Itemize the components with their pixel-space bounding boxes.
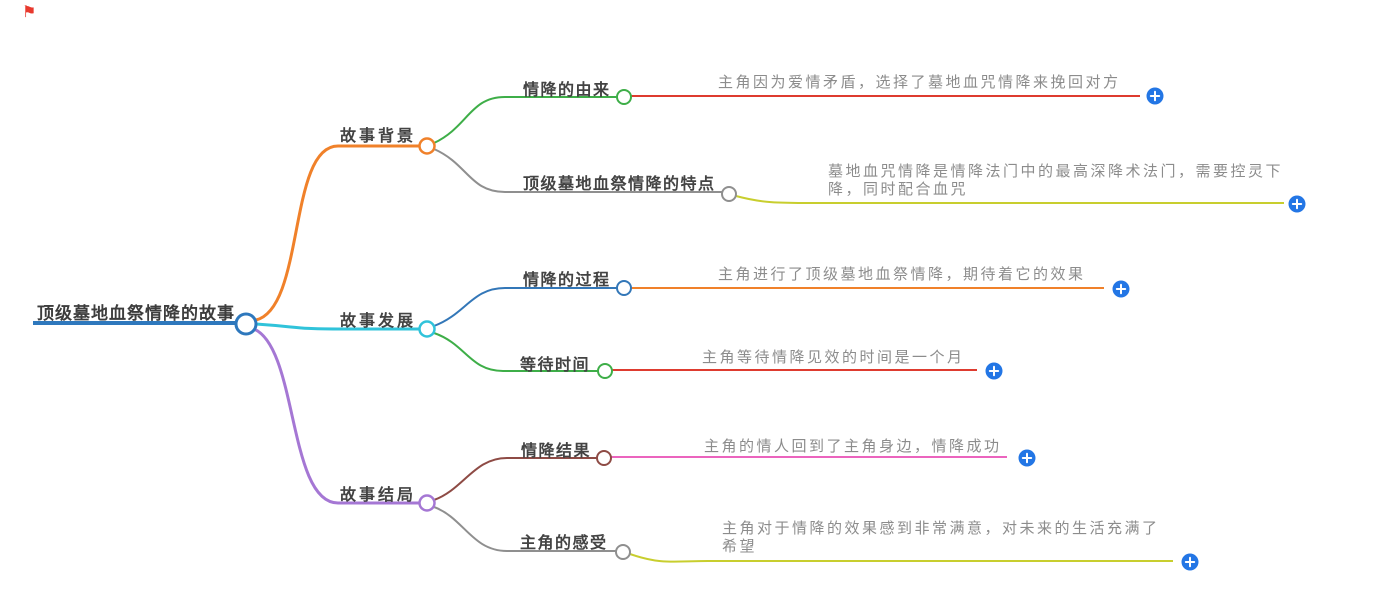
branch-label-background[interactable]: 故事背景 — [340, 128, 417, 145]
root-node-dot[interactable] — [234, 312, 258, 336]
leaf-note-result[interactable]: 主角的情人回到了主角身边，情降成功 — [704, 438, 1002, 455]
subnode-label-result[interactable]: 情降结果 — [521, 443, 592, 460]
branch-line-development — [255, 322, 419, 331]
add-child-button-feeling[interactable] — [1181, 553, 1199, 571]
subnode-label-traits[interactable]: 顶级墓地血祭情降的特点 — [523, 176, 716, 193]
sub-line-traits — [433, 148, 722, 193]
sub-line-waiting — [433, 332, 598, 372]
subnode-label-feeling[interactable]: 主角的感受 — [520, 535, 608, 552]
leaf-line-feeling — [629, 553, 1173, 563]
node-dot-waiting[interactable] — [597, 363, 613, 379]
node-dot-traits[interactable] — [721, 186, 737, 202]
node-dot-feeling[interactable] — [615, 544, 631, 560]
add-child-button-process[interactable] — [1112, 280, 1130, 298]
branch-line-ending — [253, 327, 419, 505]
leaf-note-process[interactable]: 主角进行了顶级墓地血祭情降，期待着它的效果 — [718, 266, 1086, 283]
subnode-label-process[interactable]: 情降的过程 — [523, 272, 611, 289]
subnode-label-origin[interactable]: 情降的由来 — [523, 82, 611, 99]
sub-line-origin — [433, 96, 617, 144]
node-dot-ending[interactable] — [418, 494, 436, 512]
root-node-label[interactable]: 顶级墓地血祭情降的故事 — [37, 304, 235, 323]
subnode-label-waiting[interactable]: 等待时间 — [520, 357, 591, 374]
add-child-button-result[interactable] — [1018, 449, 1036, 467]
branch-label-development[interactable]: 故事发展 — [340, 313, 417, 330]
node-dot-origin[interactable] — [616, 89, 632, 105]
node-dot-result[interactable] — [596, 450, 612, 466]
node-dot-development[interactable] — [418, 320, 436, 338]
sub-line-process — [433, 287, 617, 327]
add-child-button-origin[interactable] — [1146, 87, 1164, 105]
leaf-note-feeling[interactable]: 主角对于情降的效果感到非常满意，对未来的生活充满了希望 — [722, 520, 1160, 555]
node-dot-background[interactable] — [418, 137, 436, 155]
leaf-line-traits — [735, 195, 1284, 204]
branch-label-ending[interactable]: 故事结局 — [340, 487, 417, 504]
branch-line-background — [255, 144, 419, 322]
leaf-note-origin[interactable]: 主角因为爱情矛盾，选择了墓地血咒情降来挽回对方 — [718, 74, 1121, 91]
add-child-button-traits[interactable] — [1288, 195, 1306, 213]
sub-line-feeling — [433, 506, 616, 552]
add-child-button-waiting[interactable] — [985, 362, 1003, 380]
node-dot-process[interactable] — [616, 280, 632, 296]
leaf-note-waiting[interactable]: 主角等待情降见效的时间是一个月 — [702, 349, 965, 366]
leaf-note-traits[interactable]: 墓地血咒情降是情降法门中的最高深降术法门，需要控灵下降，同时配合血咒 — [828, 163, 1284, 198]
sub-line-result — [433, 457, 597, 501]
flag-icon: ⚑ — [22, 4, 37, 21]
